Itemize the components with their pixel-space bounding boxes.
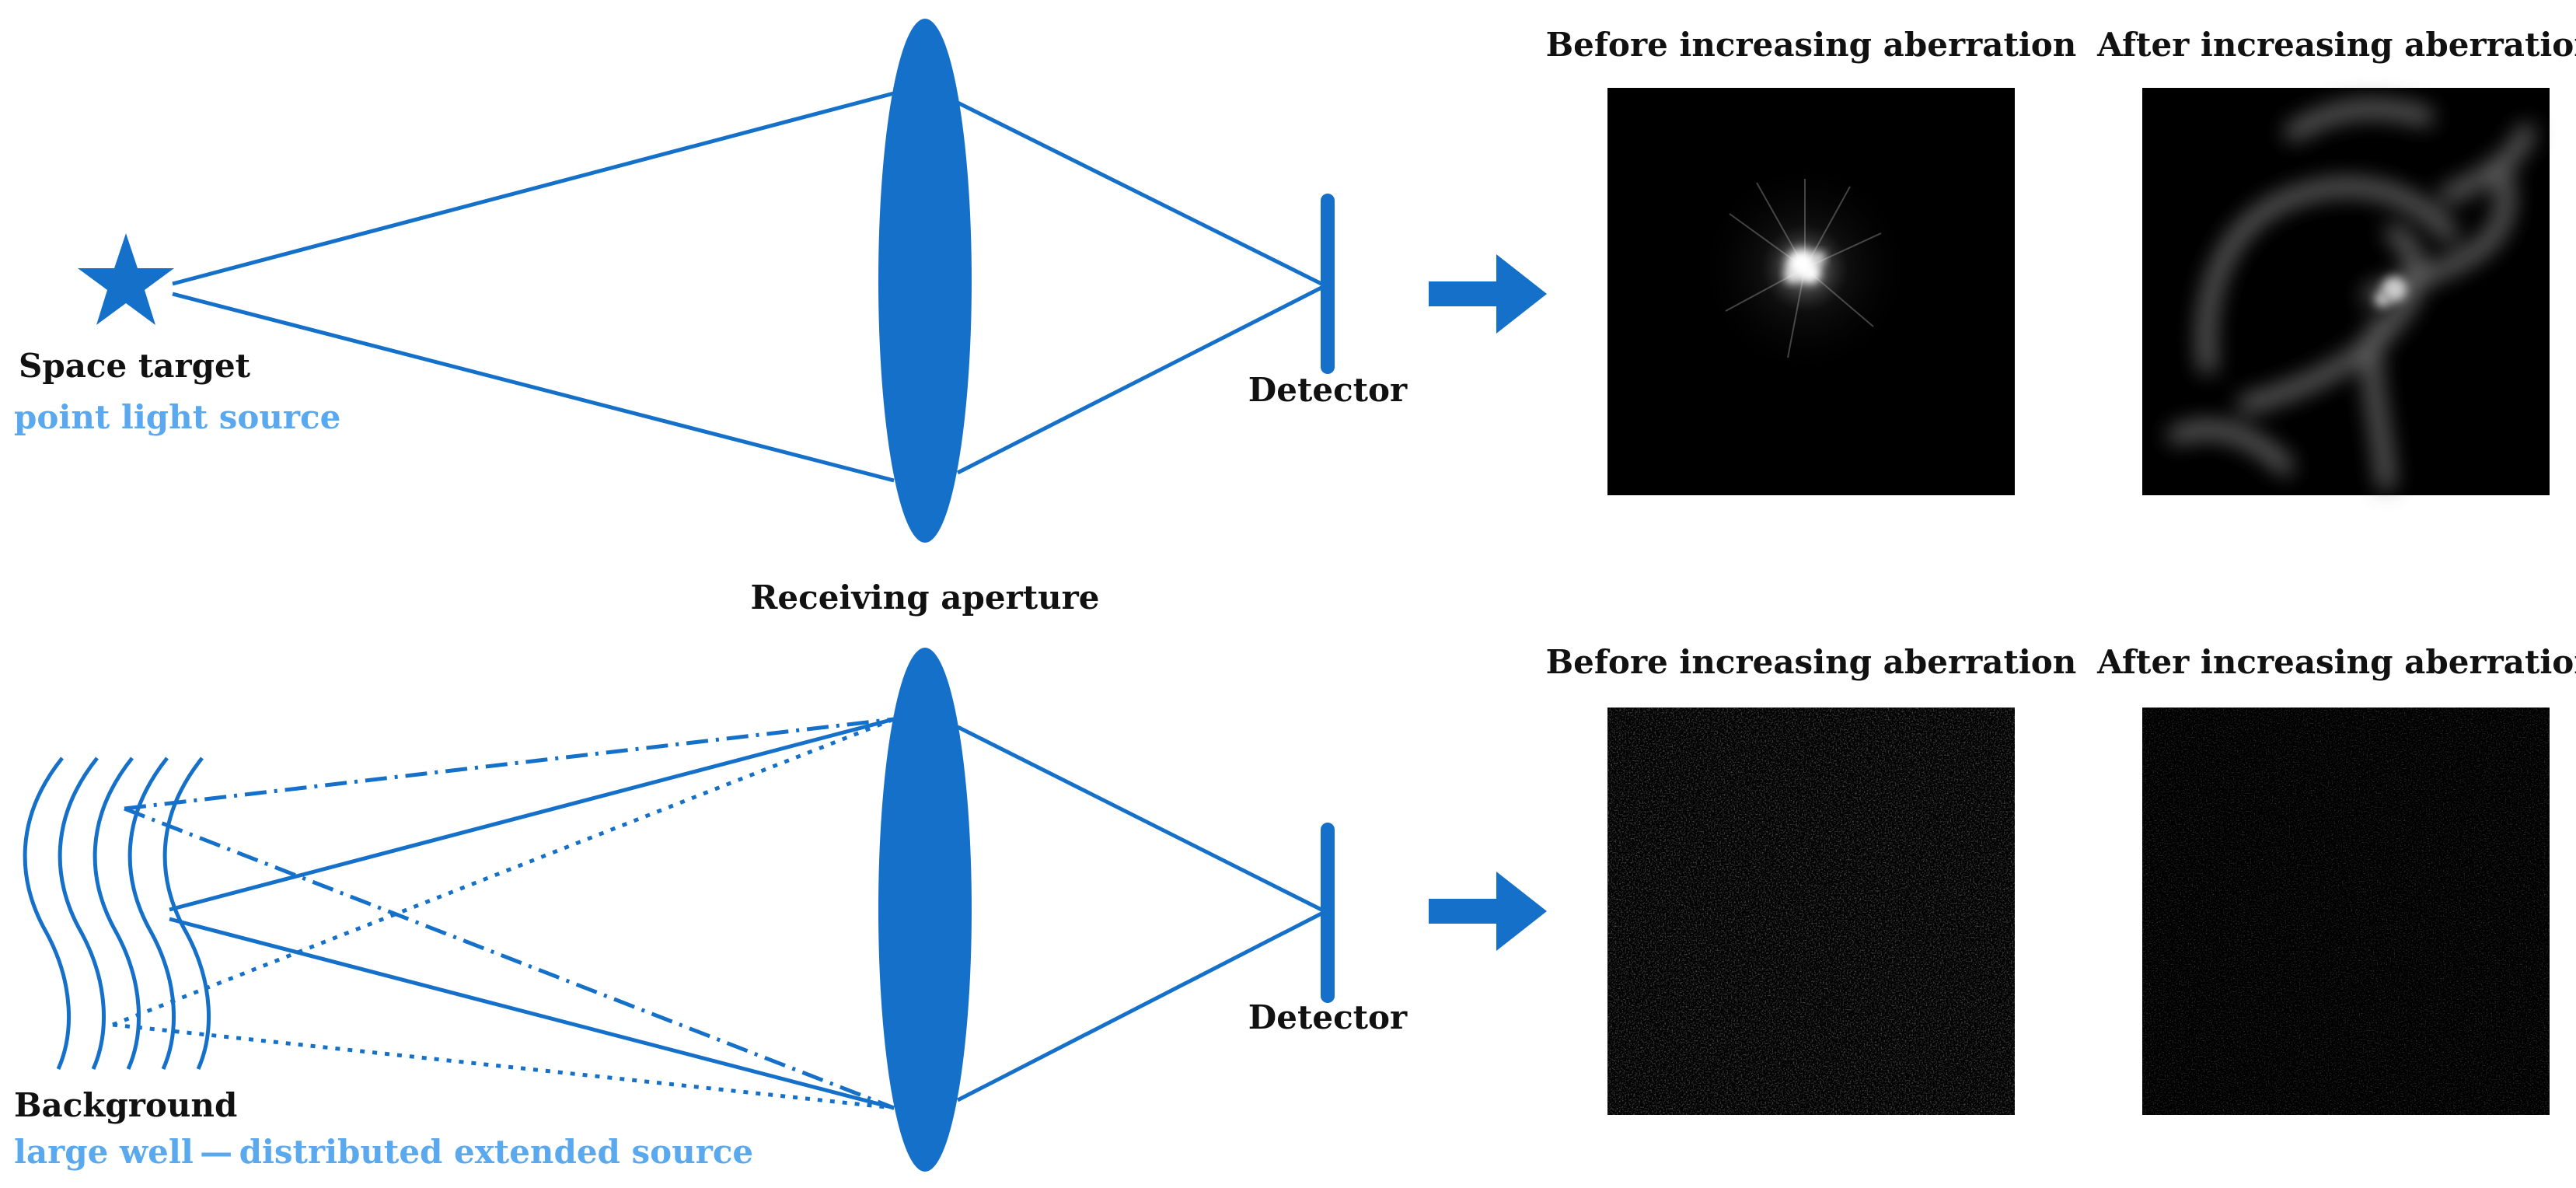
- top-after-image: [2142, 88, 2550, 495]
- bottom-row-diagram: Background large well — distributed exte…: [14, 643, 2576, 1172]
- ray-upper: [172, 91, 895, 286]
- bottom-dashdot-rays: [124, 717, 895, 1110]
- top-source-subtitle: point light source: [14, 398, 340, 436]
- lens-top: [878, 19, 972, 543]
- bottom-before-image: [1607, 708, 2015, 1115]
- top-before-title: Before increasing aberration: [1546, 26, 2077, 64]
- top-detector-label: Detector: [1248, 371, 1408, 409]
- top-rays: [172, 91, 1323, 483]
- bottom-source-title: Background: [14, 1086, 237, 1124]
- bottom-detector-label: Detector: [1248, 998, 1408, 1036]
- arrow-right-icon: [1429, 872, 1547, 951]
- bottom-dotted-rays: [112, 717, 895, 1110]
- top-before-image: [1607, 88, 2015, 495]
- bottom-after-title: After increasing aberration: [2096, 643, 2576, 681]
- ray-lower: [172, 292, 895, 483]
- top-source-title: Space target: [19, 347, 251, 385]
- aperture-label: Receiving aperture: [751, 578, 1100, 617]
- bottom-before-title: Before increasing aberration: [1546, 643, 2077, 681]
- bottom-source-subtitle: large well — distributed extended source: [14, 1133, 753, 1171]
- ray-focus-lower: [956, 285, 1323, 475]
- bottom-solid-rays: [169, 717, 1323, 1110]
- ray-focus-upper: [956, 100, 1323, 286]
- top-row-diagram: Space target point light source Detector…: [14, 19, 2576, 543]
- bottom-after-image: [2142, 708, 2550, 1115]
- top-after-title: After increasing aberration: [2096, 26, 2576, 64]
- lens-bottom: [878, 648, 972, 1172]
- wavefront-icon: [23, 756, 211, 1071]
- arrow-right-icon: [1429, 254, 1547, 334]
- star-icon: [78, 233, 174, 325]
